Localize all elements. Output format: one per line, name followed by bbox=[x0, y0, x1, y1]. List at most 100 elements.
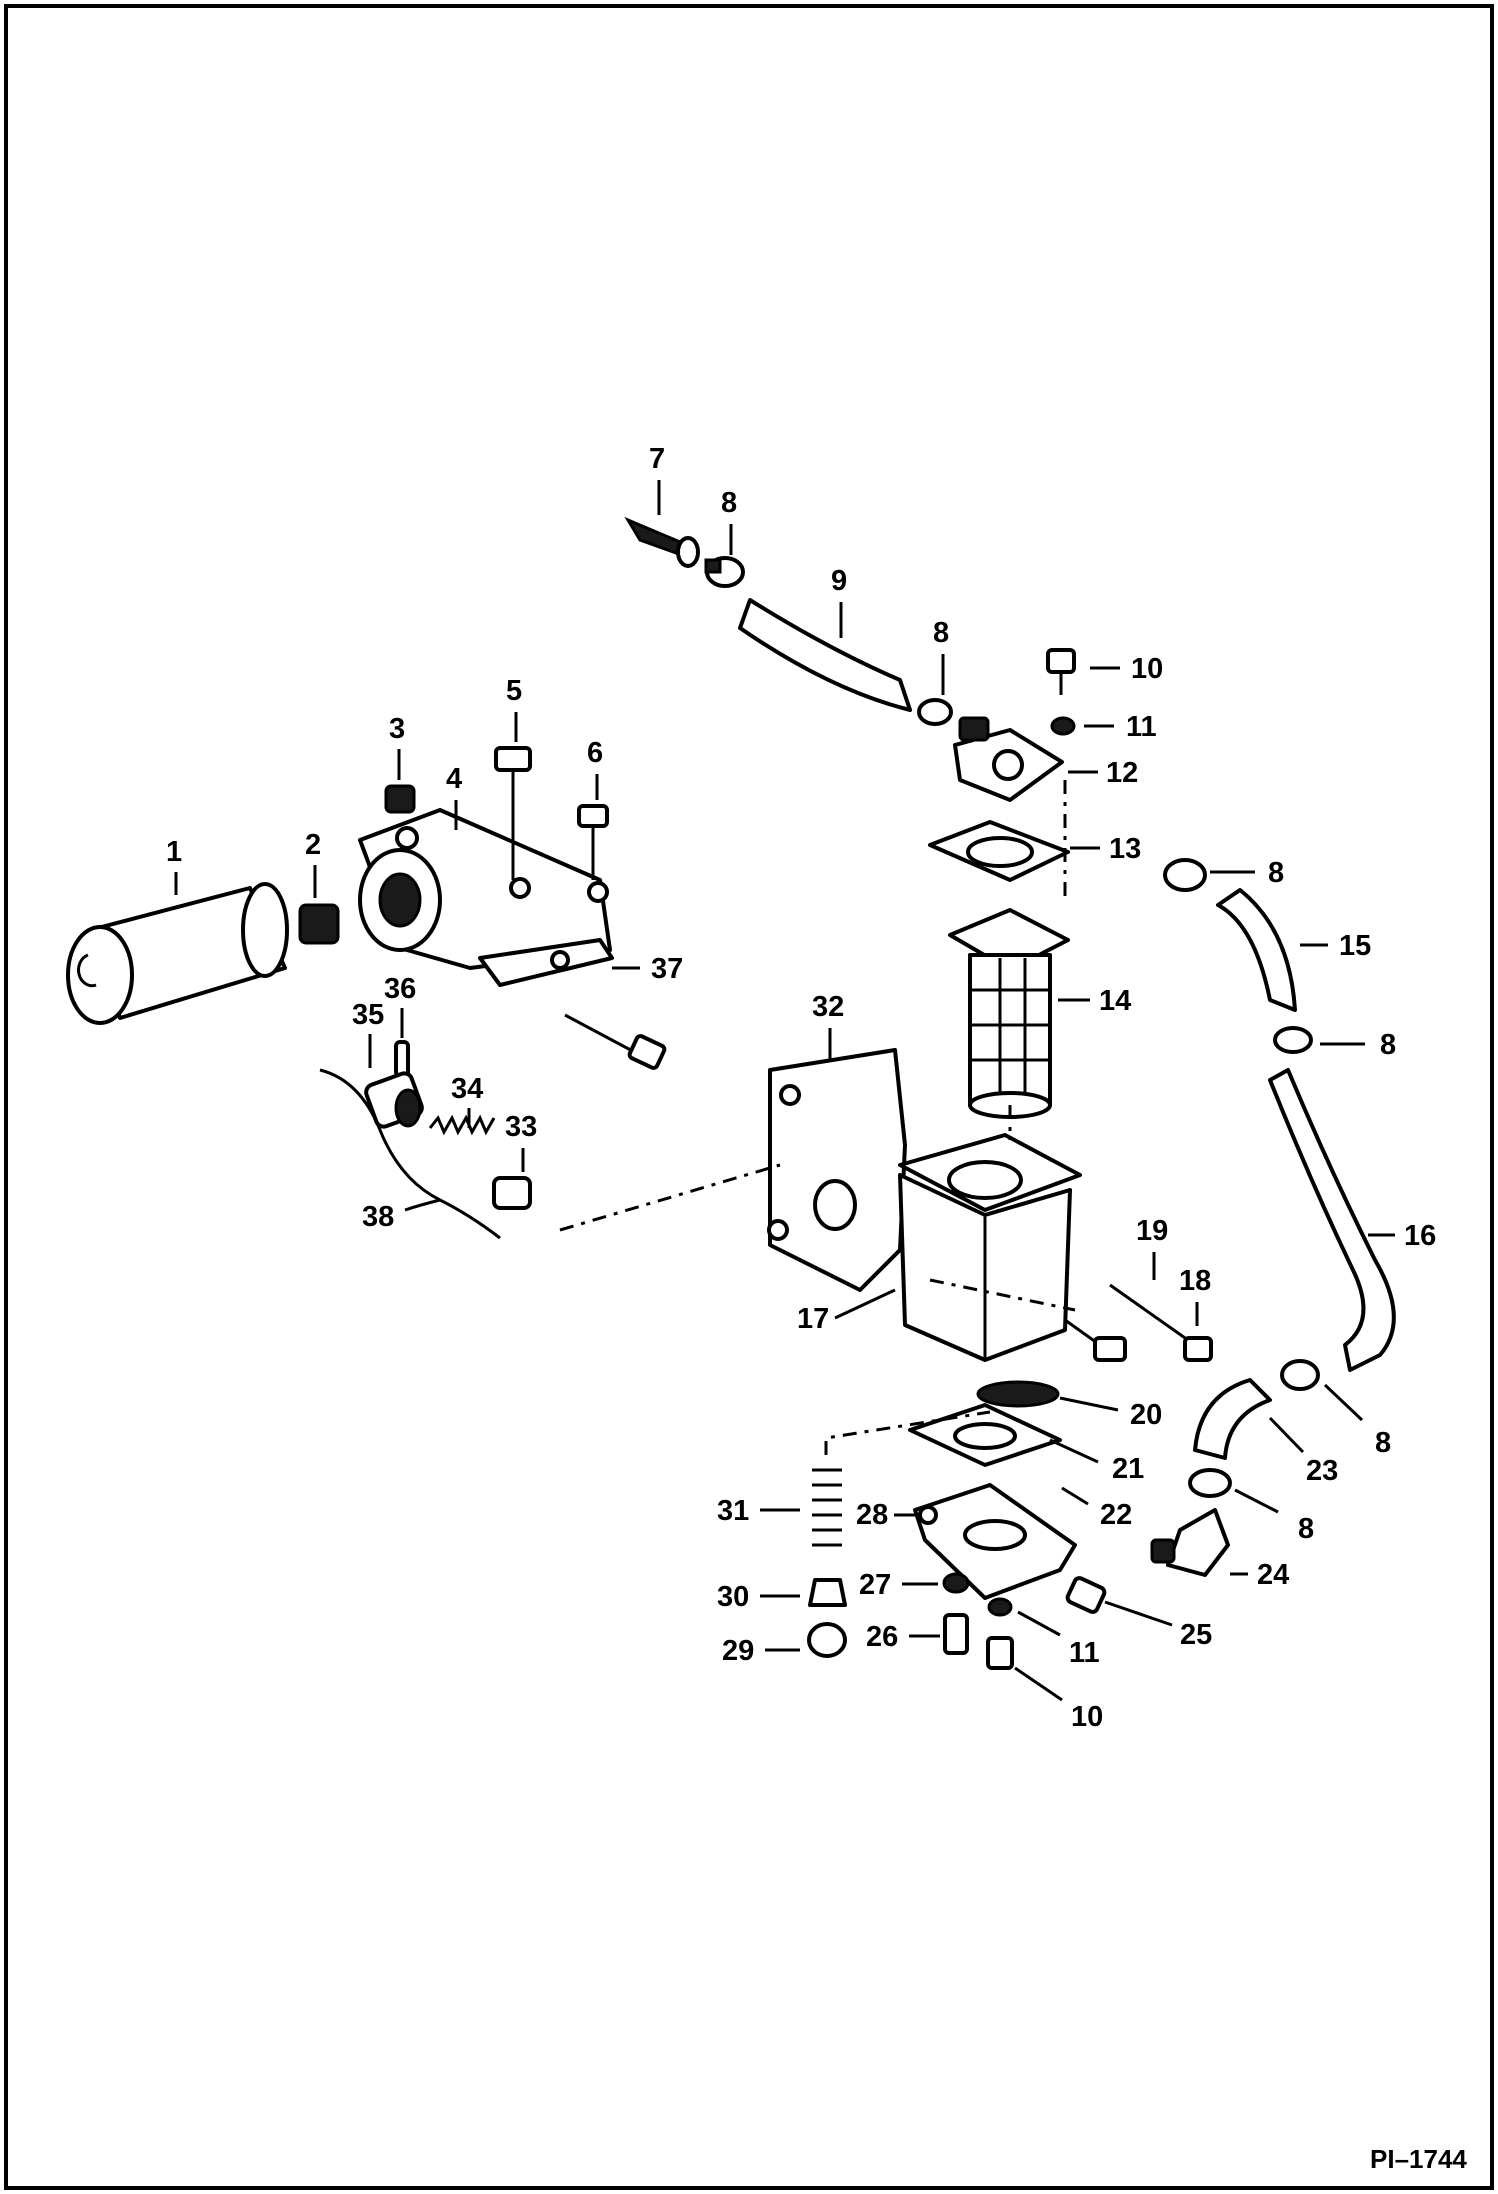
part-2-nipple bbox=[298, 903, 340, 945]
svg-text:19: 19 bbox=[1136, 1215, 1168, 1247]
part-8-clamp-e bbox=[1280, 1359, 1320, 1391]
svg-text:12: 12 bbox=[1106, 757, 1138, 789]
reference-code: PI–1744 bbox=[1370, 2144, 1467, 2174]
svg-text:33: 33 bbox=[505, 1111, 537, 1143]
svg-text:2: 2 bbox=[305, 829, 321, 861]
part-6-bolt bbox=[577, 804, 609, 880]
part-8-clamp-f bbox=[1188, 1468, 1232, 1498]
callout-21: 21 bbox=[1049, 1438, 1144, 1485]
svg-text:8: 8 bbox=[933, 617, 949, 649]
svg-text:31: 31 bbox=[717, 1495, 749, 1527]
part-11-washer-top bbox=[1050, 716, 1076, 736]
part-25-plug bbox=[1065, 1576, 1107, 1614]
part-16-hose bbox=[1268, 1068, 1396, 1372]
callout-22: 22 bbox=[1061, 1486, 1132, 1531]
callout-2: 2 bbox=[305, 829, 321, 898]
svg-text:8: 8 bbox=[1375, 1427, 1391, 1459]
part-1-filter-canister bbox=[66, 882, 289, 1025]
part-20-seal bbox=[976, 1380, 1060, 1408]
part-3-plug bbox=[384, 784, 416, 814]
part-35-plug bbox=[364, 1071, 424, 1129]
svg-text:26: 26 bbox=[866, 1621, 898, 1653]
svg-text:10: 10 bbox=[1131, 653, 1163, 685]
svg-text:4: 4 bbox=[446, 763, 462, 795]
svg-text:38: 38 bbox=[362, 1201, 394, 1233]
svg-text:8: 8 bbox=[1298, 1513, 1314, 1545]
callout-34: 34 bbox=[451, 1073, 483, 1128]
svg-text:37: 37 bbox=[651, 953, 683, 985]
part-8-clamp-a bbox=[704, 556, 745, 588]
svg-text:6: 6 bbox=[587, 737, 603, 769]
callout-4: 4 bbox=[446, 763, 462, 830]
callout-36: 36 bbox=[384, 973, 416, 1038]
svg-text:17: 17 bbox=[797, 1303, 829, 1335]
svg-text:8: 8 bbox=[1380, 1029, 1396, 1061]
callout-37: 37 bbox=[612, 953, 683, 985]
part-28-base-plate bbox=[913, 1483, 1077, 1600]
callout-15: 15 bbox=[1300, 930, 1371, 962]
part-15-hose bbox=[1216, 888, 1297, 1012]
assembly-line-valve bbox=[559, 1163, 781, 1232]
svg-text:27: 27 bbox=[859, 1569, 891, 1601]
svg-text:5: 5 bbox=[506, 675, 522, 707]
svg-text:32: 32 bbox=[812, 991, 844, 1023]
assembly-line-filter bbox=[929, 1278, 1076, 1312]
part-12-cover bbox=[953, 716, 1064, 802]
callout-13: 13 bbox=[1070, 833, 1141, 865]
svg-text:13: 13 bbox=[1109, 833, 1141, 865]
part-8-clamp-d bbox=[1273, 1026, 1313, 1054]
svg-text:11: 11 bbox=[1126, 711, 1157, 743]
callout-32: 32 bbox=[812, 991, 844, 1060]
diagram-border bbox=[4, 4, 1494, 2190]
part-26-fitting bbox=[943, 1613, 969, 1655]
svg-text:20: 20 bbox=[1130, 1399, 1162, 1431]
svg-text:11: 11 bbox=[1069, 1637, 1100, 1669]
callout-8-e: 8 bbox=[1323, 1383, 1391, 1459]
callout-28: 28 bbox=[856, 1499, 915, 1531]
svg-text:22: 22 bbox=[1100, 1499, 1132, 1531]
callout-19: 19 bbox=[1136, 1215, 1168, 1280]
part-14-strainer bbox=[948, 908, 1070, 1119]
part-11-washer-bottom bbox=[987, 1597, 1013, 1617]
svg-text:14: 14 bbox=[1099, 985, 1131, 1017]
svg-text:15: 15 bbox=[1339, 930, 1371, 962]
callout-20: 20 bbox=[1059, 1396, 1162, 1431]
part-19-bolt bbox=[1064, 1318, 1127, 1362]
part-38-bracket bbox=[319, 1068, 501, 1240]
part-31-spring bbox=[812, 1468, 842, 1547]
part-33-poppet bbox=[492, 1176, 532, 1210]
callout-27: 27 bbox=[859, 1569, 938, 1601]
callout-24: 24 bbox=[1230, 1559, 1289, 1591]
svg-text:7: 7 bbox=[649, 443, 665, 475]
callout-25: 25 bbox=[1104, 1600, 1212, 1651]
part-long-bolt bbox=[564, 1013, 667, 1070]
callout-23: 23 bbox=[1268, 1416, 1338, 1487]
svg-text:18: 18 bbox=[1179, 1265, 1211, 1297]
callout-8-a: 8 bbox=[721, 487, 737, 555]
callout-12: 12 bbox=[1068, 757, 1138, 789]
callout-31: 31 bbox=[717, 1495, 800, 1527]
svg-text:8: 8 bbox=[721, 487, 737, 519]
svg-text:8: 8 bbox=[1268, 857, 1284, 889]
callout-33: 33 bbox=[505, 1111, 537, 1172]
callout-18: 18 bbox=[1179, 1265, 1211, 1326]
svg-text:28: 28 bbox=[856, 1499, 888, 1531]
part-9-hose bbox=[738, 598, 912, 712]
part-34-spring bbox=[428, 1114, 496, 1136]
assembly-line-spring bbox=[824, 1410, 991, 1455]
part-36-pin bbox=[394, 1040, 410, 1078]
part-30-valve bbox=[808, 1578, 847, 1607]
part-24-elbow bbox=[1150, 1508, 1230, 1577]
svg-text:3: 3 bbox=[389, 713, 405, 745]
callout-38: 38 bbox=[362, 1201, 394, 1233]
part-10-bolt-top bbox=[1046, 648, 1076, 695]
svg-text:1: 1 bbox=[166, 836, 182, 868]
callout-3: 3 bbox=[389, 713, 405, 780]
callout-6: 6 bbox=[587, 737, 603, 800]
callout-35: 35 bbox=[352, 999, 384, 1068]
svg-text:36: 36 bbox=[384, 973, 416, 1005]
part-37-gasket bbox=[478, 938, 614, 987]
callout-9: 9 bbox=[831, 565, 847, 638]
svg-text:16: 16 bbox=[1404, 1220, 1436, 1252]
